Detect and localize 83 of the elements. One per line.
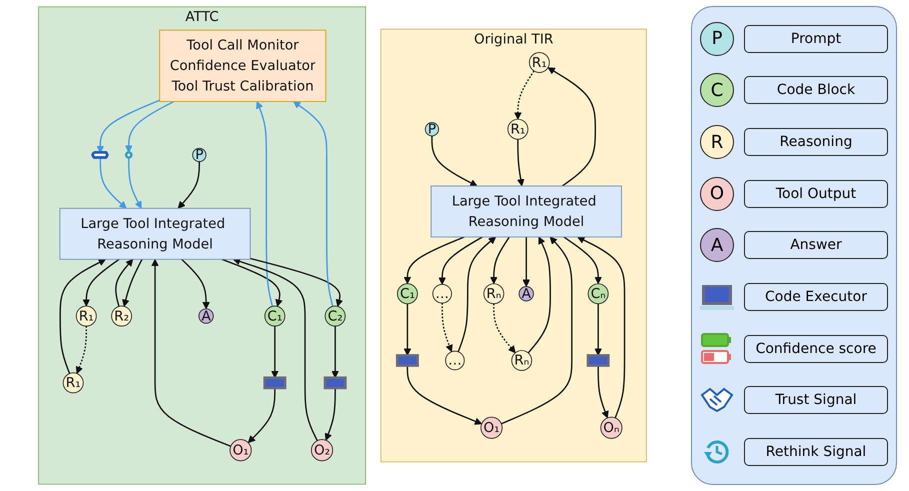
arrow [115,258,134,307]
node-circle: C₂ [324,306,346,327]
arrow [431,136,478,186]
node-circle: P [192,148,206,162]
node-laptop [396,354,419,367]
node-circle: A [518,286,534,302]
arrow [96,100,160,154]
arrow [181,258,210,310]
arrow [490,236,510,284]
arrow [501,236,573,424]
arrow [100,158,127,209]
arrow [563,236,602,284]
arrow [438,236,483,285]
arrow [594,304,602,356]
arrow [248,388,276,444]
arrow [271,326,279,378]
node-circle: … [445,350,465,370]
arrow [514,70,535,120]
arrow [232,258,318,441]
node-circle: P [424,122,440,136]
arrow [250,258,343,307]
node-laptop [324,376,347,390]
node-circle: C₁ [396,283,418,304]
node-circle: R₁ [507,118,528,140]
legend-swatch: A [700,228,734,262]
arrow [458,236,496,352]
arrow [493,304,516,354]
arrow [128,158,142,209]
arrow [517,139,524,186]
node-circle: R₁ [528,52,550,73]
arrow [125,100,174,153]
arrow [222,258,283,307]
arrow [442,303,453,352]
node-circle: O₁ [230,439,252,462]
arrow [324,388,336,441]
arrow [548,67,596,187]
legend-label: Code Executor [744,283,888,312]
arrow [522,236,530,287]
legend-swatch: O [700,176,734,211]
node-circle: R₁ [76,306,97,326]
node-clock [124,151,133,159]
node-circle: C₁ [264,306,286,327]
node-circle: O₁ [480,416,503,439]
node-circle: A [198,308,214,324]
legend-label: Trust Signal [744,386,888,414]
node-circle: Rₙ [483,283,504,304]
node-laptop [586,354,610,367]
legend-swatch: R [700,125,734,160]
arrow [151,258,232,447]
arrow [577,236,626,418]
node-box: Tool Call Monitor Confidence Evaluator Tool Trust Calibration [159,30,326,102]
arrow [82,258,120,306]
node-circle: … [432,284,452,304]
legend-label: Prompt [744,24,888,53]
node-circle: R₂ [111,306,132,326]
arrow [256,101,274,307]
arrow [59,258,106,374]
legend-swatch: C [700,73,734,108]
legend-swatch: P [700,22,734,56]
arrow [331,326,339,378]
arrow [528,236,551,354]
arrow [404,304,412,356]
node-circle: Oₙ [600,416,622,439]
node-circle: Cₙ [588,283,609,304]
legend-label: Rethink Signal [744,438,888,466]
legend-label: Reasoning [744,128,888,156]
arrow [404,236,465,284]
legend-label: Confidence score [744,334,888,363]
legend-label: Tool Output [744,180,888,208]
node-box: Large Tool Integrated Reasoning Model [430,186,622,238]
arrow [122,259,143,307]
node-circle: O₂ [310,439,334,462]
node-circle: Rₙ [511,350,532,371]
node-box: Large Tool Integrated Reasoning Model [59,208,251,260]
node-laptop [263,376,286,390]
node-circle: R₁ [62,372,84,394]
arrow [293,101,334,307]
arrow [178,162,200,209]
arrow [598,366,609,418]
arrow [406,366,482,425]
legend-label: Answer [744,231,888,260]
arrow [76,326,87,374]
legend-label: Code Block [744,76,888,104]
